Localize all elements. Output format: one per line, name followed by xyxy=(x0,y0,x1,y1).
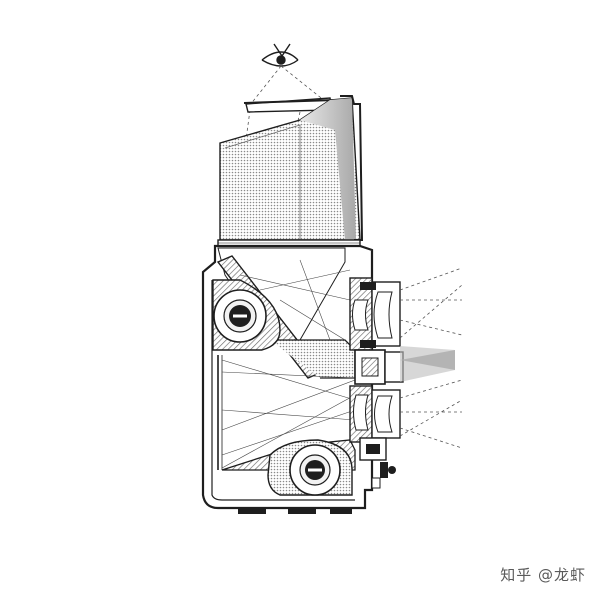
focus-cone xyxy=(400,346,455,382)
focusing-hood xyxy=(219,95,364,241)
eye-icon xyxy=(261,43,299,67)
lens-board xyxy=(354,349,404,385)
watermark-text: 知乎 @龙虾 xyxy=(500,566,586,584)
focusing-knob-icon xyxy=(223,299,257,333)
upper-spool-housing xyxy=(212,279,281,351)
film-spool-icon xyxy=(299,454,331,486)
lower-spool-housing xyxy=(267,439,353,496)
subject-rays xyxy=(399,267,463,449)
taking-lens xyxy=(349,385,401,489)
viewing-lens xyxy=(349,277,401,351)
light-rays xyxy=(221,259,356,469)
